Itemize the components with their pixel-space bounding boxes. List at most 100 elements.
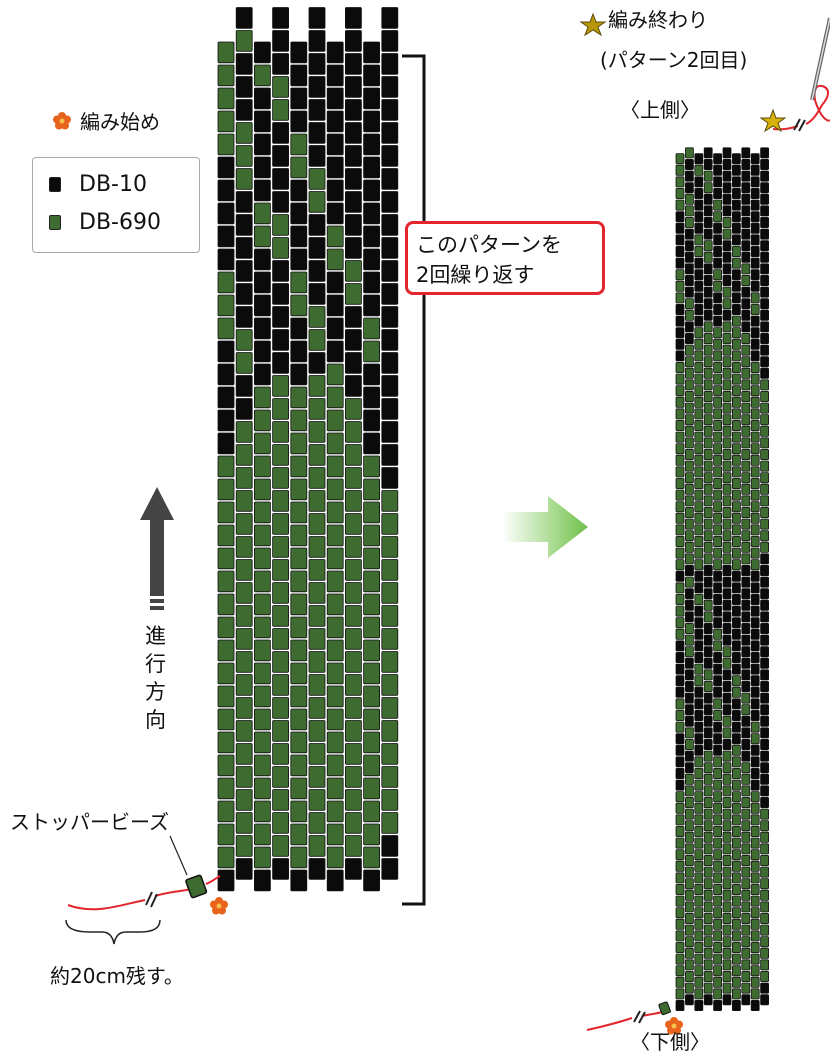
bead (732, 721, 741, 733)
bead (713, 570, 722, 582)
bead (732, 814, 741, 826)
direction-arrow (140, 487, 174, 610)
bead (235, 720, 253, 742)
bead (722, 263, 732, 275)
bead (326, 731, 344, 754)
bead (344, 743, 362, 765)
bead (235, 7, 253, 29)
bead (722, 274, 732, 286)
bead (760, 599, 769, 611)
bead (253, 524, 271, 547)
bead (235, 168, 253, 190)
bead (722, 611, 732, 623)
bead (741, 831, 751, 843)
bead (217, 271, 235, 294)
bead (235, 467, 253, 489)
bead (694, 907, 704, 919)
bead (760, 692, 769, 704)
bead (290, 340, 308, 363)
bead (363, 41, 381, 64)
bead (741, 785, 751, 797)
bead (253, 64, 271, 87)
bead (675, 466, 685, 478)
bead (732, 199, 741, 211)
bead (217, 593, 235, 616)
bead (760, 588, 769, 600)
bead (760, 356, 769, 368)
transition-arrow (502, 496, 588, 558)
bead (760, 727, 769, 739)
bead (760, 773, 769, 785)
bead (235, 398, 253, 420)
bead (741, 855, 751, 867)
bead (675, 872, 685, 884)
bead (363, 225, 381, 248)
bead (741, 321, 751, 333)
bead (713, 756, 722, 768)
bead (675, 443, 685, 455)
bead (308, 237, 326, 259)
bead (217, 432, 235, 455)
bead (326, 639, 344, 662)
bead (217, 110, 235, 133)
bead (326, 662, 344, 685)
bead (713, 872, 722, 884)
bead (675, 675, 685, 687)
bead (253, 593, 271, 616)
bead (703, 309, 713, 321)
bead (760, 216, 769, 228)
bead (703, 901, 713, 913)
bead (694, 257, 704, 269)
bead (675, 327, 685, 339)
bead (760, 158, 769, 170)
bead (760, 901, 769, 913)
bead (344, 283, 362, 305)
bead (722, 460, 732, 472)
bead (675, 350, 685, 362)
bead (750, 710, 760, 722)
bead (685, 727, 694, 739)
bead (713, 582, 722, 594)
bead (685, 971, 694, 983)
bead (750, 536, 760, 548)
bead (235, 444, 253, 466)
bead (722, 994, 732, 1006)
bead (732, 907, 741, 919)
bead (675, 582, 685, 594)
bead (694, 698, 704, 710)
bead (290, 248, 308, 271)
bead (694, 477, 704, 489)
bead (675, 918, 685, 930)
bead (732, 164, 741, 176)
bead (272, 99, 290, 121)
bead (694, 686, 704, 698)
bead (685, 878, 694, 890)
bead (703, 298, 713, 310)
bead (703, 704, 713, 716)
bead (722, 414, 732, 426)
bead (253, 225, 271, 248)
bead (253, 662, 271, 685)
legend-item: DB-690 (49, 210, 161, 235)
bead (290, 202, 308, 225)
bead (760, 309, 769, 321)
bead (685, 576, 694, 588)
bead (675, 814, 685, 826)
bead (308, 76, 326, 98)
bead (713, 652, 722, 664)
bead (235, 766, 253, 788)
bead (675, 884, 685, 896)
bead (290, 133, 308, 156)
bead (703, 866, 713, 878)
bead (722, 553, 732, 565)
bead (675, 628, 685, 640)
bead (732, 559, 741, 571)
bead (363, 432, 381, 455)
bead (685, 855, 694, 867)
bead (741, 379, 751, 391)
bead (217, 179, 235, 202)
bead (308, 467, 326, 489)
bead (363, 363, 381, 386)
bead (713, 918, 722, 930)
bead (694, 663, 704, 675)
